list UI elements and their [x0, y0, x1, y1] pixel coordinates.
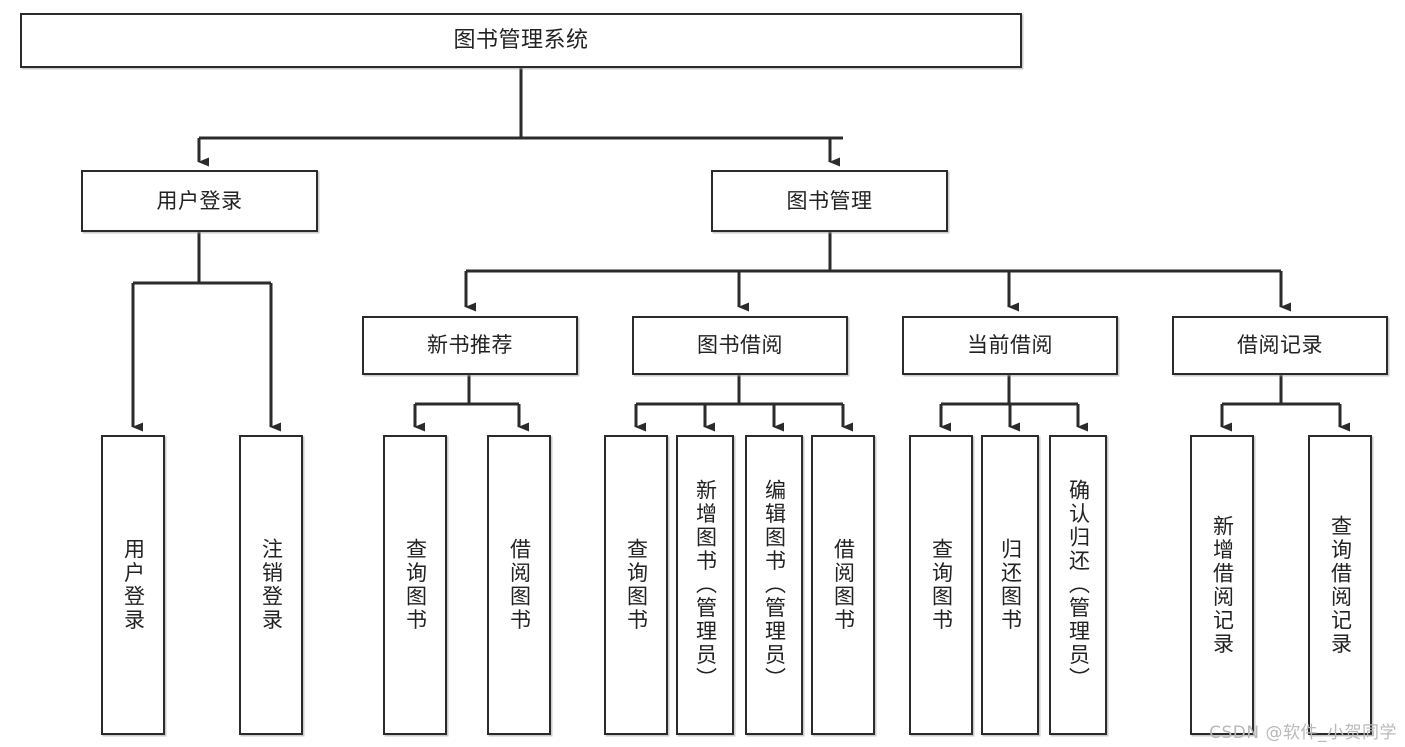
node-leaf-add-record[interactable]: 新增借阅记录: [1190, 435, 1254, 735]
node-leaf-query-book-1[interactable]: 查询图书: [383, 435, 447, 735]
node-leaf-confirm-return-label: 确认归还（管理员）: [1066, 479, 1091, 691]
node-leaf-query-book-2-label: 查询图书: [624, 538, 649, 632]
node-leaf-user-login-label: 用户登录: [121, 538, 146, 632]
node-leaf-user-login[interactable]: 用户登录: [101, 435, 165, 735]
node-leaf-confirm-return[interactable]: 确认归还（管理员）: [1049, 435, 1107, 735]
node-leaf-return-book-label: 归还图书: [998, 538, 1023, 632]
node-root-system-label: 图书管理系统: [453, 27, 589, 53]
node-leaf-borrow-book-2-label: 借阅图书: [831, 538, 856, 632]
node-book-borrow[interactable]: 图书借阅: [632, 316, 848, 375]
node-book-borrow-label: 图书借阅: [697, 333, 783, 358]
node-borrow-record[interactable]: 借阅记录: [1172, 316, 1388, 375]
node-leaf-borrow-book-2[interactable]: 借阅图书: [811, 435, 875, 735]
node-new-book-recommend[interactable]: 新书推荐: [362, 316, 578, 375]
node-leaf-return-book[interactable]: 归还图书: [981, 435, 1039, 735]
node-leaf-query-record-label: 查询借阅记录: [1328, 514, 1353, 656]
node-borrow-record-label: 借阅记录: [1237, 333, 1323, 358]
csdn-watermark: CSDN @软件_小贺同学: [1209, 723, 1397, 743]
node-book-management-label: 图书管理: [786, 188, 873, 213]
node-current-borrow-label: 当前借阅: [967, 333, 1053, 358]
node-book-management[interactable]: 图书管理: [711, 170, 948, 232]
node-leaf-logout-login-label: 注销登录: [259, 538, 284, 632]
node-user-login-label: 用户登录: [156, 188, 243, 213]
node-leaf-query-book-1-label: 查询图书: [403, 538, 428, 632]
node-leaf-logout-login[interactable]: 注销登录: [239, 435, 303, 735]
node-leaf-borrow-book-1-label: 借阅图书: [507, 538, 532, 632]
node-leaf-query-book-3-label: 查询图书: [929, 538, 954, 632]
node-leaf-add-book-label: 新增图书（管理员）: [693, 479, 718, 691]
node-leaf-add-record-label: 新增借阅记录: [1210, 514, 1235, 656]
node-leaf-query-book-3[interactable]: 查询图书: [909, 435, 973, 735]
node-current-borrow[interactable]: 当前借阅: [902, 316, 1118, 375]
node-leaf-query-book-2[interactable]: 查询图书: [604, 435, 668, 735]
node-leaf-add-book[interactable]: 新增图书（管理员）: [676, 435, 734, 735]
node-root-system[interactable]: 图书管理系统: [20, 13, 1022, 68]
node-new-book-recommend-label: 新书推荐: [427, 333, 513, 358]
node-leaf-edit-book-label: 编辑图书（管理员）: [762, 479, 787, 691]
node-leaf-edit-book[interactable]: 编辑图书（管理员）: [745, 435, 803, 735]
node-user-login[interactable]: 用户登录: [81, 170, 318, 232]
node-leaf-borrow-book-1[interactable]: 借阅图书: [487, 435, 551, 735]
node-leaf-query-record[interactable]: 查询借阅记录: [1308, 435, 1372, 735]
